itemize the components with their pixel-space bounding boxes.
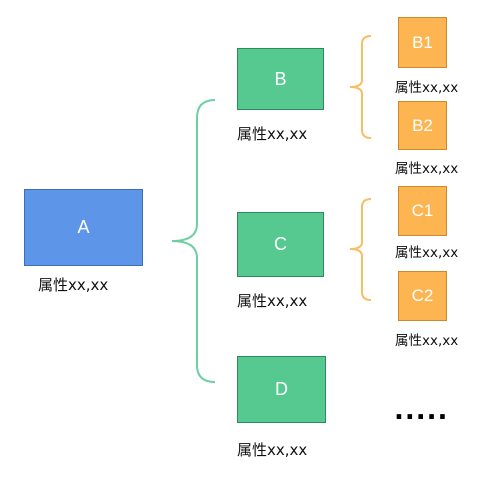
bracket-b-children	[349, 35, 372, 139]
node-b1-label: 属性xx,xx	[395, 80, 459, 96]
bracket-a-children	[171, 99, 216, 383]
node-a-label: 属性xx,xx	[38, 276, 109, 294]
node-b2[interactable]: B2	[398, 101, 447, 150]
node-c[interactable]: C	[237, 212, 324, 277]
node-a[interactable]: A	[24, 189, 143, 266]
node-b2-label: 属性xx,xx	[395, 161, 459, 177]
more-ellipsis: .....	[394, 396, 449, 426]
node-b-label: 属性xx,xx	[237, 125, 308, 143]
node-c-label: 属性xx,xx	[237, 292, 308, 310]
node-d-label: 属性xx,xx	[237, 441, 308, 459]
node-b1[interactable]: B1	[398, 17, 447, 68]
node-c1-label: 属性xx,xx	[395, 245, 459, 261]
node-d[interactable]: D	[237, 356, 326, 423]
node-c2[interactable]: C2	[398, 271, 447, 321]
node-c2-label: 属性xx,xx	[395, 333, 459, 349]
node-b[interactable]: B	[237, 48, 324, 110]
bracket-c-children	[349, 198, 372, 301]
node-c1[interactable]: C1	[398, 186, 447, 236]
